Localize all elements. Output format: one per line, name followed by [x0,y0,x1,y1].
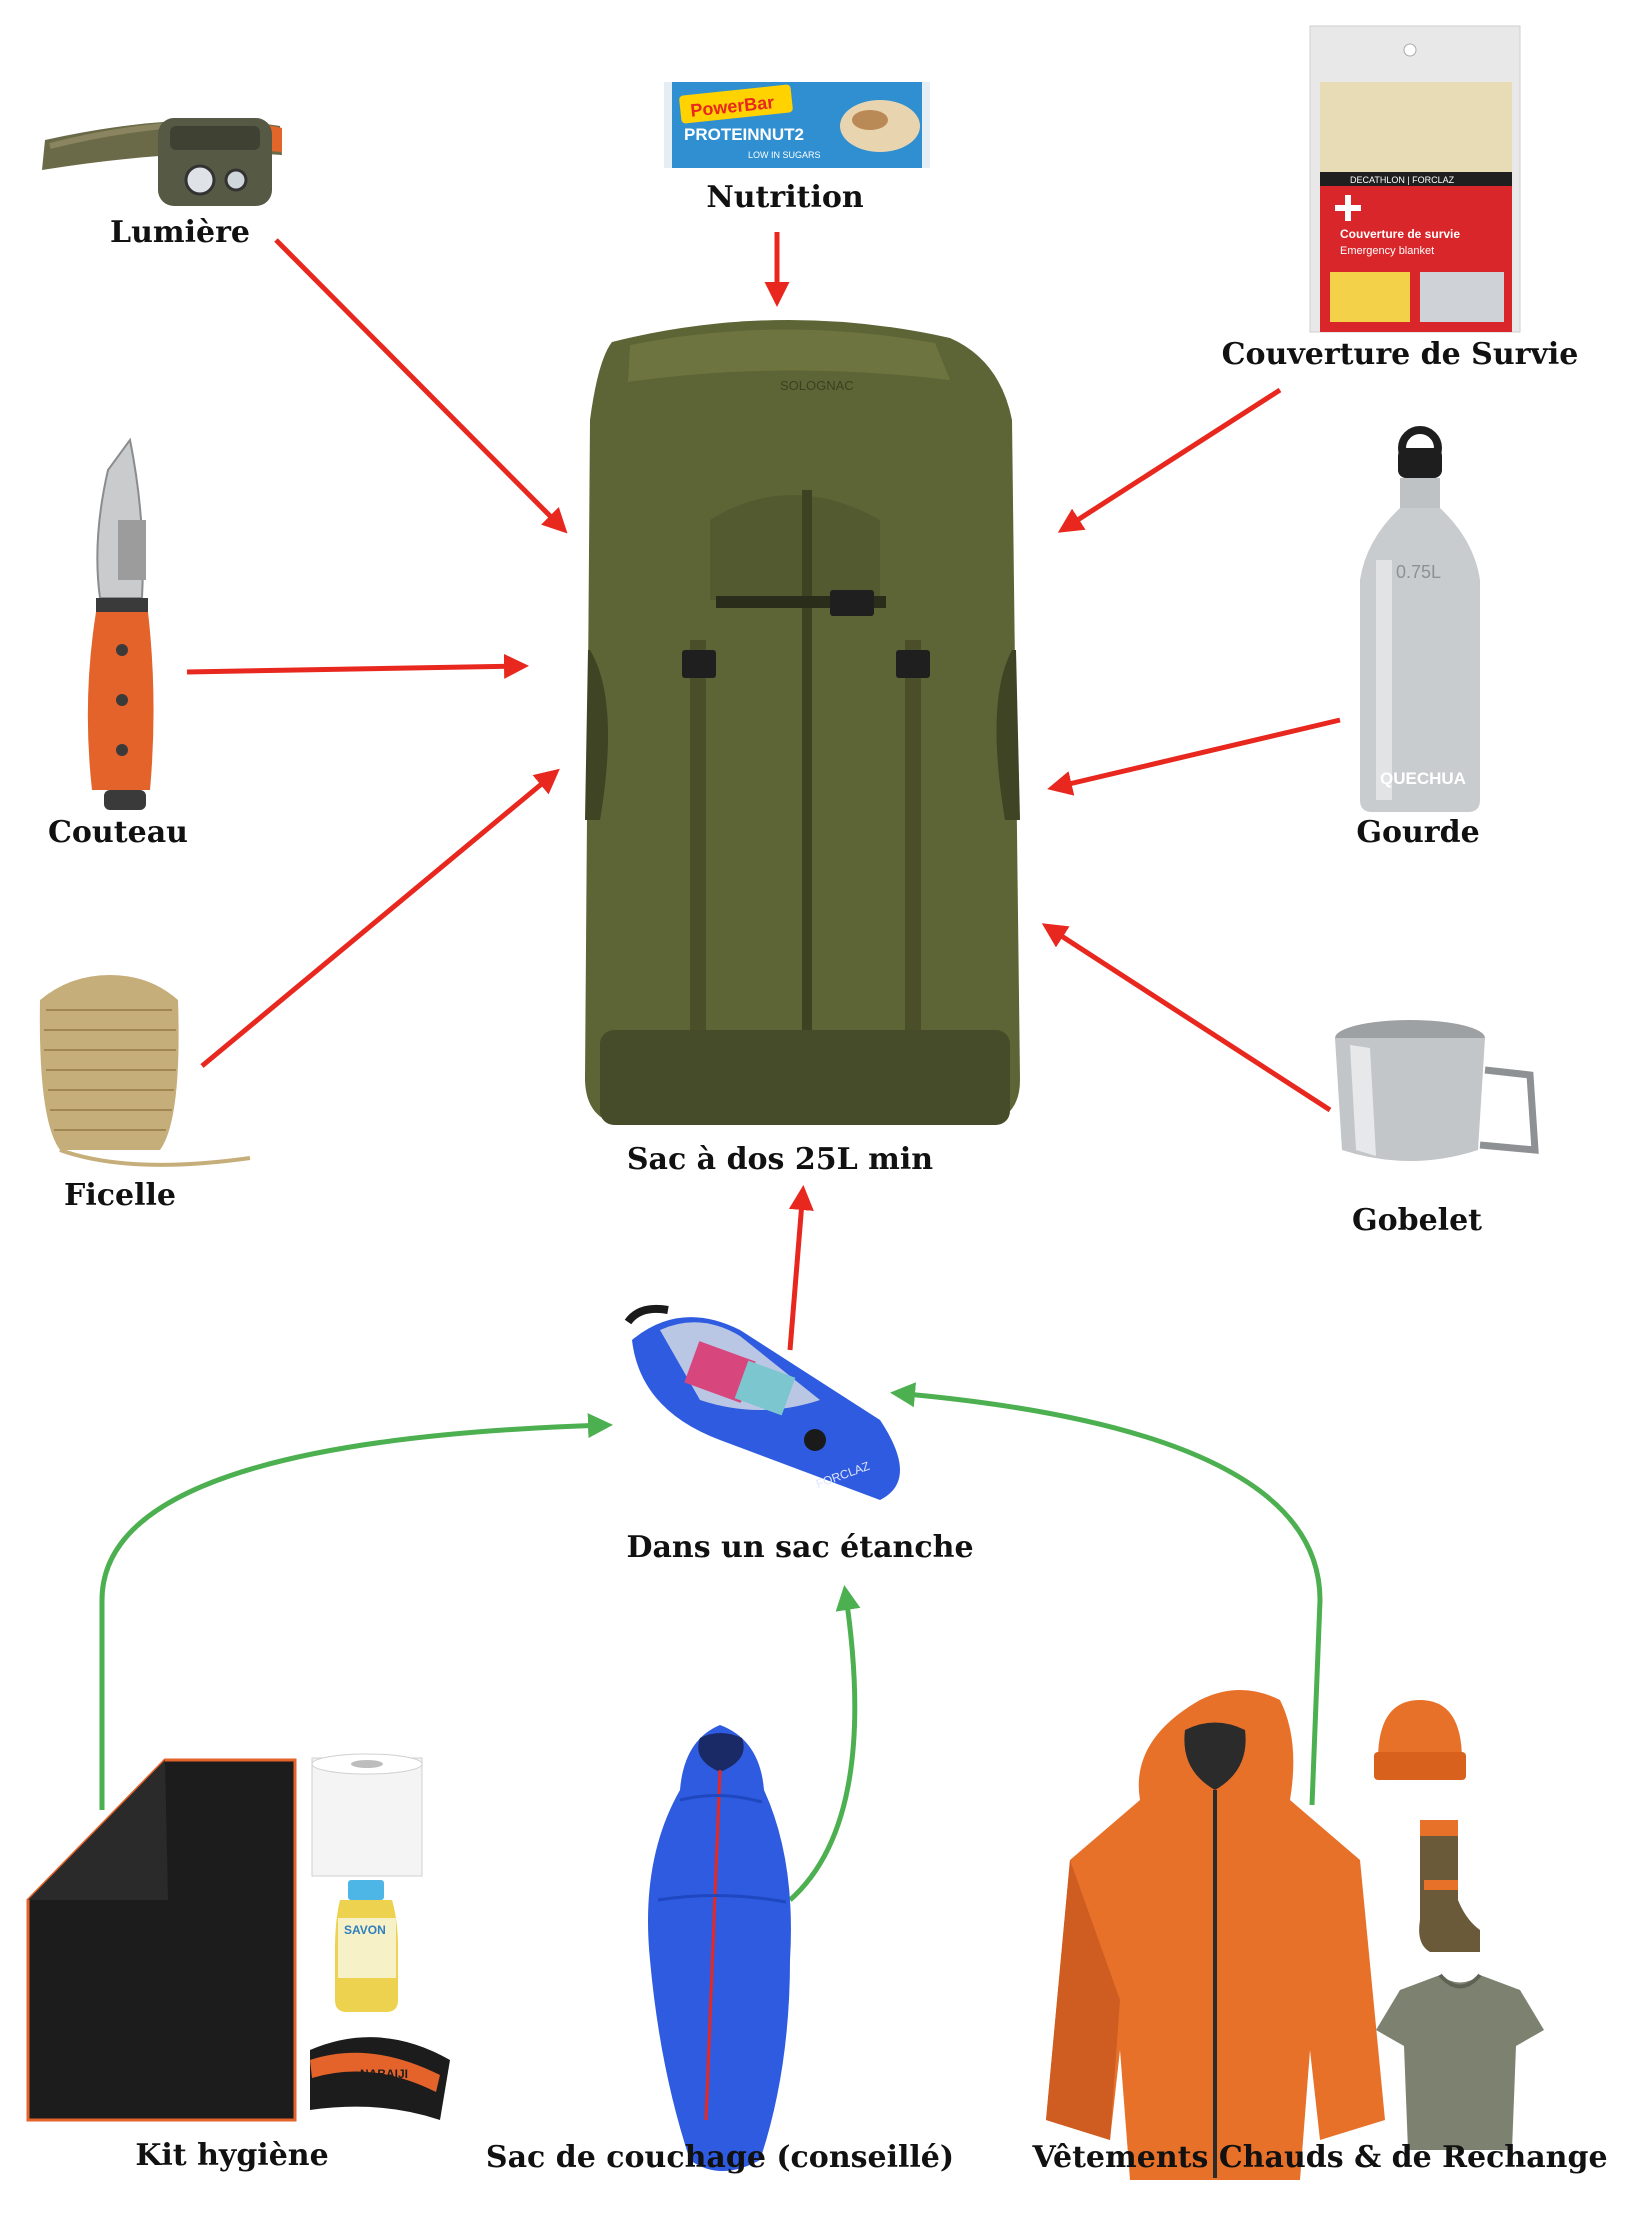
label-nutrition: Nutrition [706,180,864,215]
arrow-kit-to-drybag [99,1413,613,1810]
bottle-brand: QUECHUA [1380,769,1466,788]
powerbar-product: PROTEINNUT2 [684,125,804,144]
emergency-blanket-icon: DECATHLON | FORCLAZ Couverture de survie… [1309,25,1521,333]
water-bottle-icon: 0.75L QUECHUA [1360,426,1480,812]
arrow-ficelle [200,768,560,1068]
label-kit-hygiene: Kit hygiène [135,2138,329,2173]
powerbar-sub: LOW IN SUGARS [748,150,821,160]
label-gourde: Gourde [1356,815,1480,850]
label-sac-a-dos: Sac à dos 25L min [626,1142,934,1177]
backpack-brand: SOLOGNAC [780,378,854,393]
blanket-line1: Couverture de survie [1340,227,1460,241]
headlamp-icon [42,118,282,206]
knife-icon [87,437,154,810]
arrow-gobelet [1041,923,1332,1113]
label-lumiere: Lumière [109,215,251,250]
dry-bag-icon: FORCLAZ [624,1304,900,1500]
bottle-volume: 0.75L [1396,562,1441,582]
green-arrows [99,1382,1323,1902]
label-sac-couchage: Sac de couchage (conseillé) [485,2140,955,2175]
arrow-drybag-to-backpack [787,1185,814,1351]
twine-spool-icon [39,975,251,1167]
label-vetements: Vêtements Chauds & de Rechange [1032,2140,1608,2175]
arrow-couteau [186,653,529,679]
hygiene-kit-icon: SAVON NABAIJI [26,1753,450,2122]
arrow-lumiere [274,238,568,534]
label-ficelle: Ficelle [64,1178,176,1213]
arrow-couverture [1057,387,1282,533]
label-gobelet: Gobelet [1351,1203,1483,1238]
arrow-couchage-to-drybag [788,1585,861,1902]
blanket-brand: DECATHLON | FORCLAZ [1350,175,1455,185]
arrow-vetements-to-drybag [890,1382,1323,1806]
red-arrows [186,232,1341,1351]
blanket-line2: Emergency blanket [1340,245,1434,257]
sleeping-bag-icon [648,1725,791,2171]
label-couteau: Couteau [48,815,188,850]
clothing-icon [1046,1690,1544,2180]
powerbar-icon: PowerBar PROTEINNUT2 LOW IN SUGARS [664,82,930,168]
towel-brand: NABAIJI [360,2067,408,2081]
soap-label: SAVON [344,1923,386,1937]
label-sac-etanche: Dans un sac étanche [626,1530,974,1565]
cup-icon [1335,1020,1539,1161]
label-couverture: Couverture de Survie [1221,337,1579,372]
backpack-icon: SOLOGNAC [585,319,1020,1125]
arrow-gourde [1047,717,1341,796]
